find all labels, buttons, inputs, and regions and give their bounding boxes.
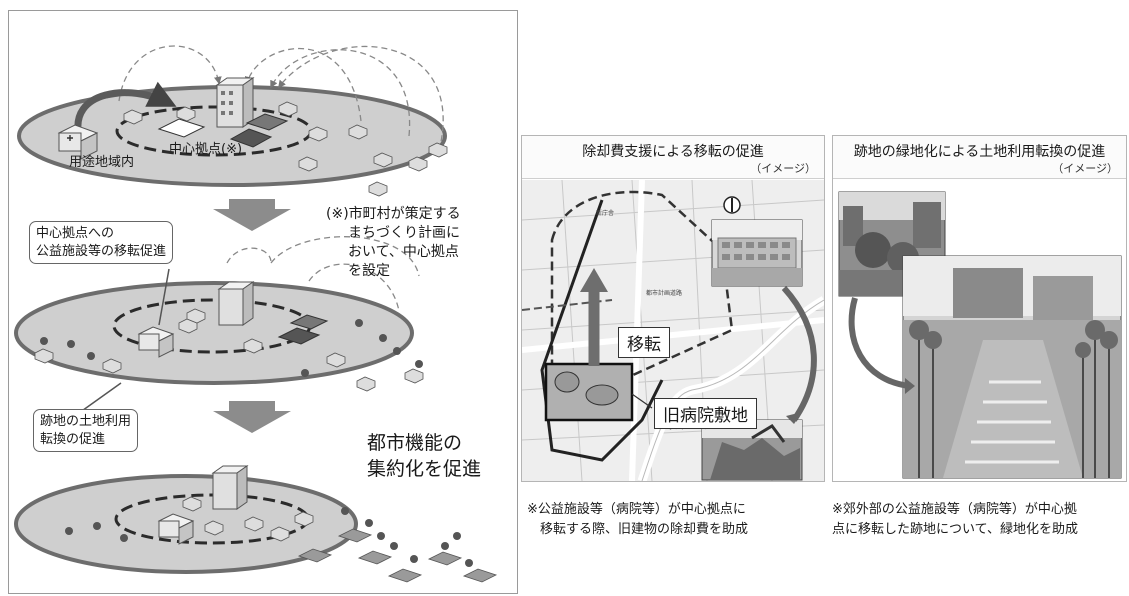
panel1-subtitle: （イメージ） (750, 162, 816, 175)
stage2-houses (34, 308, 424, 392)
stage3-tower-icon (211, 465, 249, 510)
callout-line: 跡地の土地利用 (40, 414, 132, 429)
center-label: 中心拠点(※) (169, 142, 243, 157)
stage2-arcs (226, 236, 420, 312)
panel2-after-photo (902, 255, 1122, 479)
panel1-header: 除却費支援による移転の促進 （イメージ） (522, 136, 824, 179)
stage1-main-arrow (74, 81, 177, 137)
big-line: 集約化を促進 (367, 457, 482, 480)
stage3-trees (65, 507, 473, 567)
caption-line: 移転する際、旧建物の除却費を助成 (527, 521, 749, 537)
note-line: まちづくり計画に (348, 224, 460, 241)
panel-greening-conversion: 跡地の緑地化による土地利用転換の促進 （イメージ） (832, 135, 1127, 482)
consolidation-label: 都市機能の 集約化を促進 (367, 431, 481, 482)
note-line: (※)市町村が策定する (326, 206, 461, 222)
big-line: 都市機能の (367, 432, 463, 454)
stage2-trees (40, 319, 423, 377)
stage2-tower-icon (217, 281, 255, 326)
stage2-plots (277, 314, 329, 345)
callout-site-conversion: 跡地の土地利用 転換の促進 (33, 409, 139, 453)
center-note: (※)市町村が策定する まちづくり計画に おいて、中心拠点 を設定 (326, 205, 461, 281)
callout-line: 公益施設等の移転促進 (36, 243, 167, 259)
map-label-road: 都市計画道路 (646, 290, 683, 297)
panel1-new-building-photo (711, 219, 803, 287)
note-line: を設定 (348, 262, 390, 279)
map-label-new-office: 新庁舎 (596, 210, 615, 217)
panel2-header: 跡地の緑地化による土地利用転換の促進 （イメージ） (833, 136, 1126, 179)
stage1-plots (157, 113, 289, 148)
stage2-city-disk (14, 281, 414, 385)
zone-label: 用途地域内 (69, 155, 135, 170)
callout1-pointer (158, 268, 170, 326)
caption-line: ※公益施設等（病院等）が中心拠点に (527, 502, 746, 517)
panel1-demolition-photo (701, 419, 803, 481)
panel1-compass (723, 196, 741, 214)
panel1-caption: ※公益施設等（病院等）が中心拠点に 移転する際、旧建物の除却費を助成 (527, 500, 748, 539)
concept-diagram-graphics (14, 45, 498, 583)
callout2-pointer (78, 382, 122, 414)
panel2-title: 跡地の緑地化による土地利用転換の促進 (853, 144, 1106, 160)
caption-line: ※郊外部の公益施設等（病院等）が中心拠 (832, 502, 1077, 517)
panel2-caption: ※郊外部の公益施設等（病院等）が中心拠 点に移転した跡地について、緑地化を助成 (832, 500, 1078, 539)
panel2-photo-graphic (833, 180, 1126, 481)
stage3-green-plots (297, 528, 498, 583)
callout-line: 転換の促進 (40, 431, 106, 447)
callout-line: 中心拠点への (36, 226, 115, 241)
panel1-map-graphic (522, 180, 824, 481)
stage1-hospital-icon (57, 124, 99, 160)
panel-demolition-support: 除却費支援による移転の促進 （イメージ） (521, 135, 825, 482)
stage1-relocation-arcs (118, 45, 444, 152)
stage1-houses (123, 101, 448, 197)
old-hospital-site-label: 旧病院敷地 (654, 398, 757, 429)
callout-center-relocation: 中心拠点への 公益施設等の移転促進 (29, 221, 174, 265)
stage1-tower-icon (215, 77, 255, 128)
stage3-hospital-icon (157, 513, 195, 545)
concept-diagram-panel: 用途地域内 中心拠点(※) (※)市町村が策定する まちづくり計画に おいて、中… (8, 10, 518, 594)
stage2-hospital-icon (137, 326, 175, 358)
down-arrow-2 (213, 401, 291, 433)
down-arrow-1 (213, 199, 291, 231)
stage3-houses (182, 496, 314, 542)
relocate-label: 移転 (618, 327, 670, 358)
panel1-title: 除却費支援による移転の促進 (582, 144, 764, 160)
note-line: おいて、中心拠点 (348, 243, 459, 260)
panel2-subtitle: （イメージ） (1052, 162, 1118, 175)
caption-line: 点に移転した跡地について、緑地化を助成 (832, 521, 1078, 537)
